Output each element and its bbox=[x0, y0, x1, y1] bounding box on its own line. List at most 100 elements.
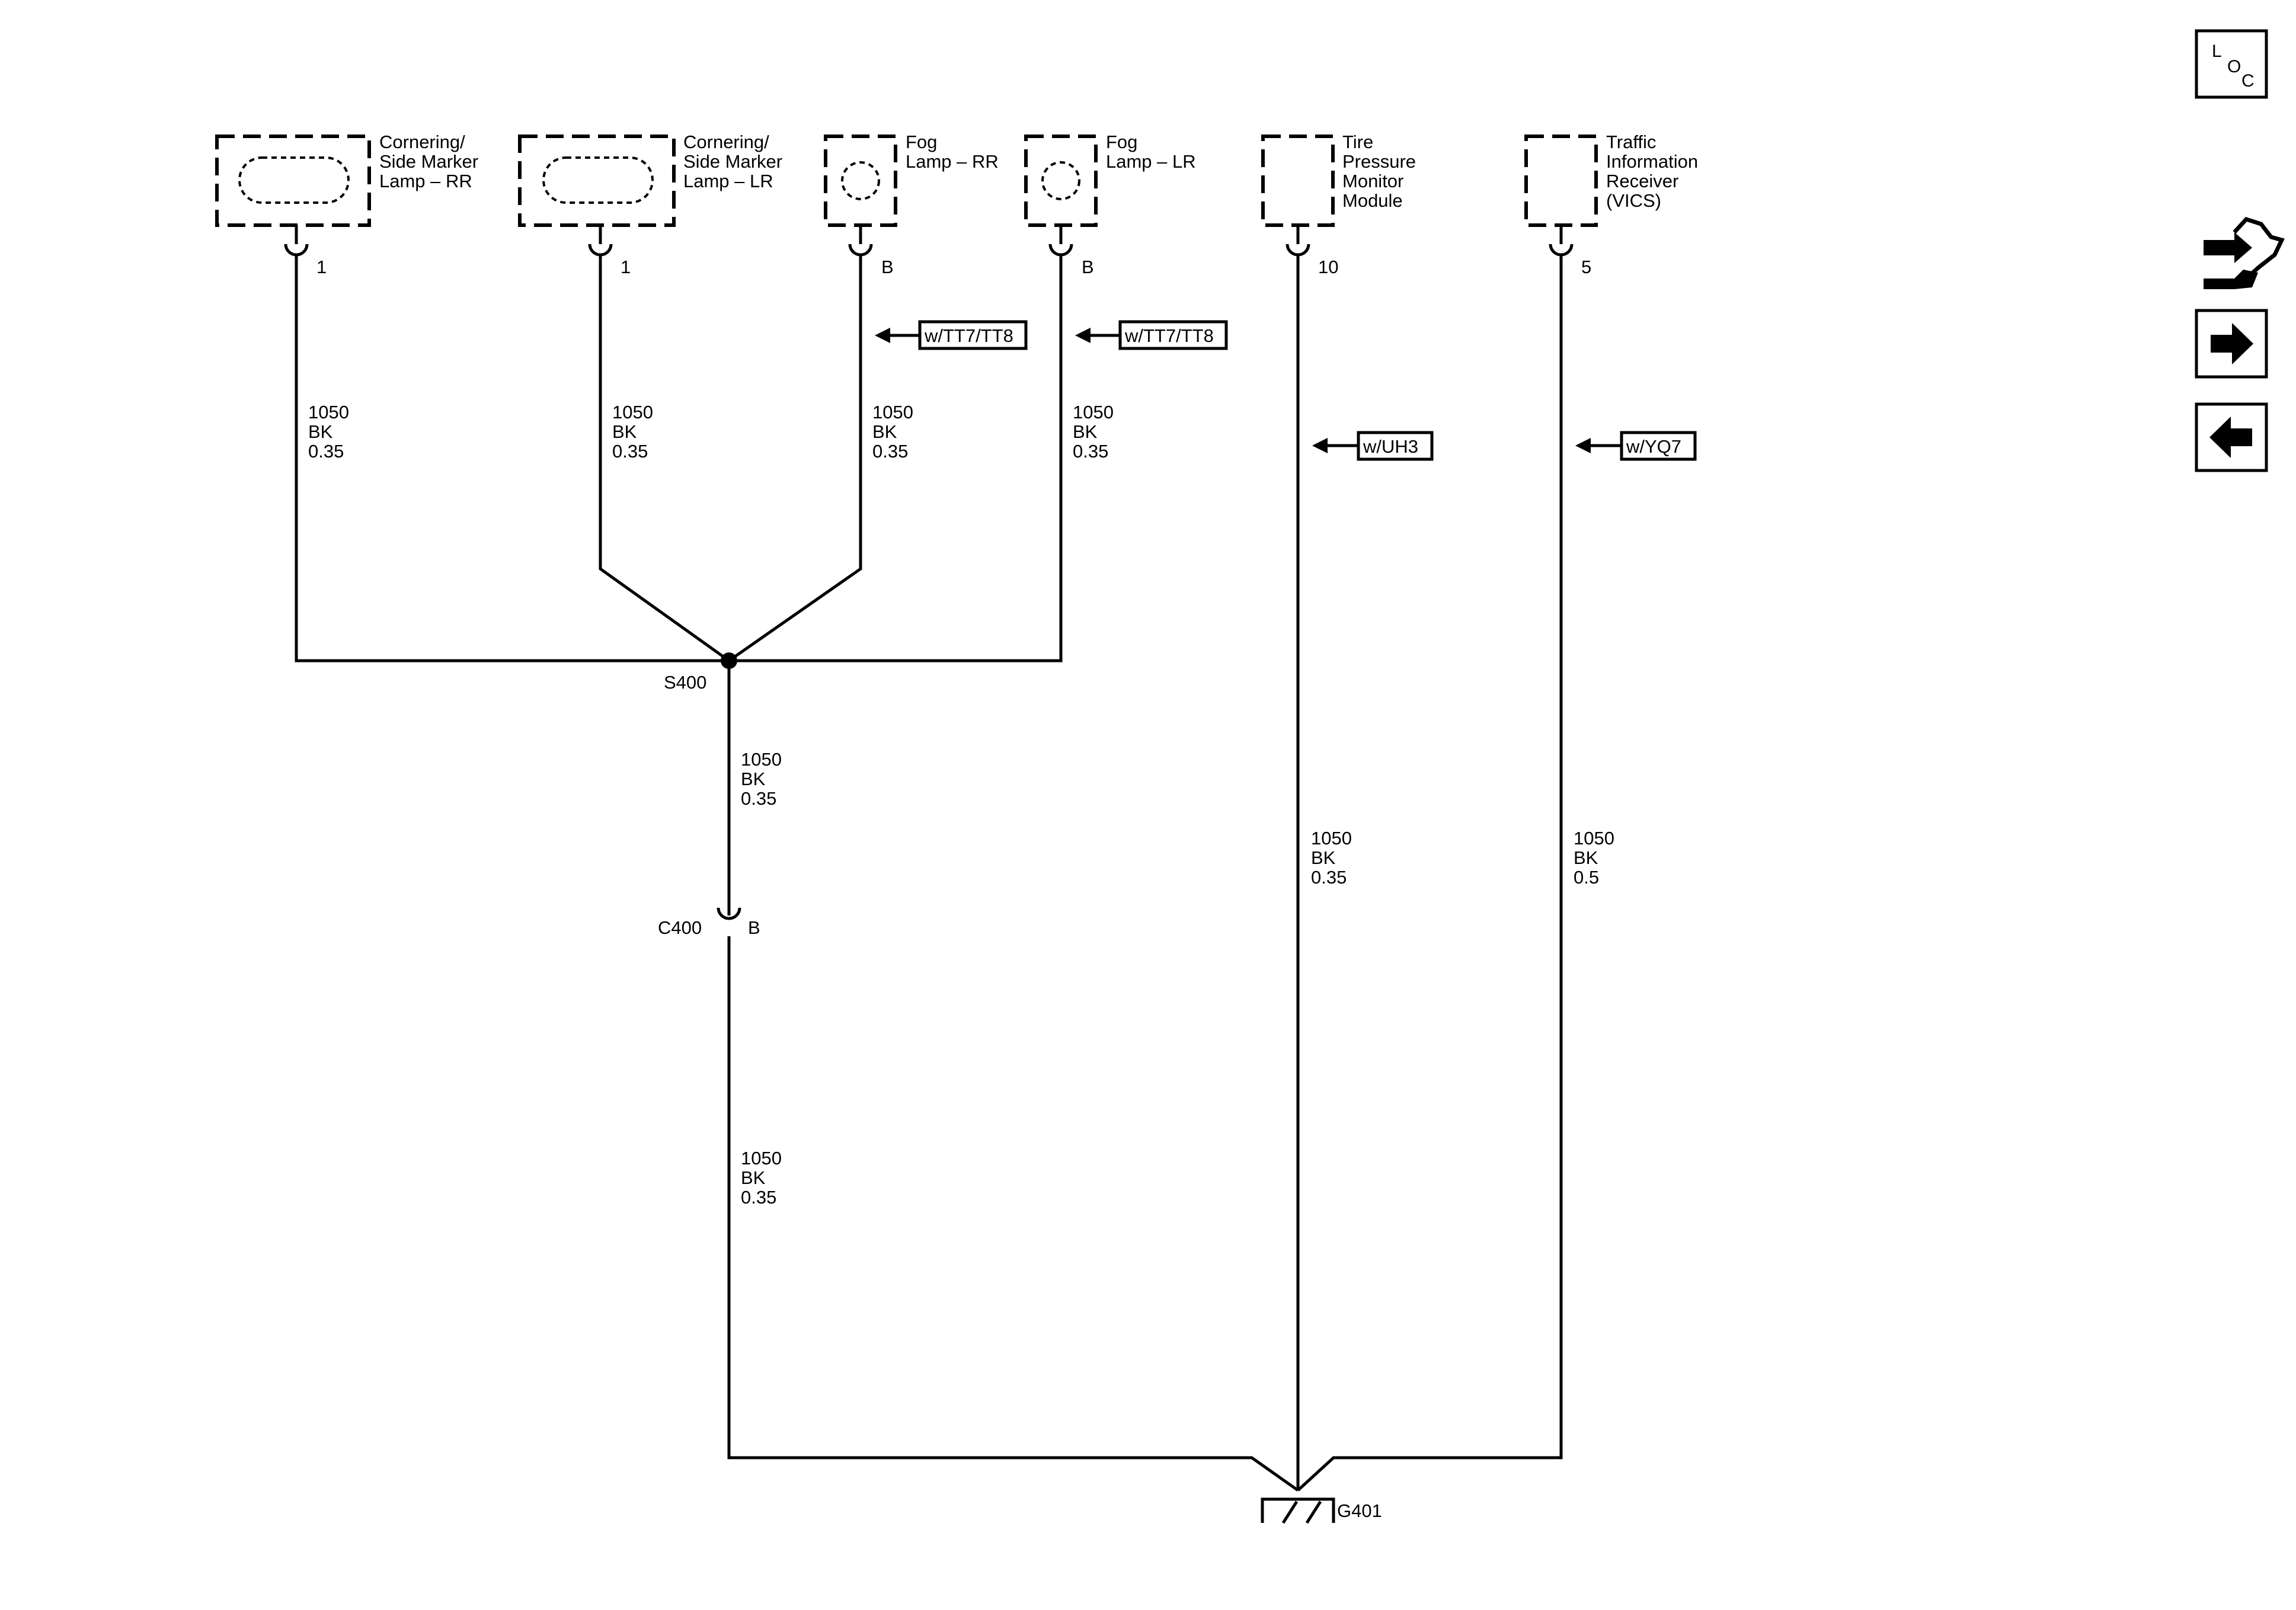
option-flag-fog-lr: w/TT7/TT8 bbox=[1075, 320, 1228, 350]
component-cornering-lamp-lr: Cornering/ Side Marker Lamp – LR bbox=[518, 132, 782, 227]
wire-gauge: 0.35 bbox=[872, 441, 908, 462]
wire-circuit: 1050 bbox=[612, 402, 653, 422]
wire-color: BK bbox=[308, 421, 333, 442]
wire-label-w1: 1050 BK 0.35 bbox=[308, 402, 349, 462]
component-fog-lamp-lr: Fog Lamp – LR bbox=[1024, 132, 1196, 227]
wire-fog-rr bbox=[728, 255, 862, 662]
component-label-line: Cornering/ bbox=[379, 132, 465, 152]
wire-gauge: 0.35 bbox=[308, 441, 344, 462]
component-label-line: Lamp – RR bbox=[906, 151, 999, 172]
component-label-line: Side Marker bbox=[379, 151, 478, 172]
wire-circuit: 1050 bbox=[741, 749, 782, 770]
component-label-line: Lamp – LR bbox=[1106, 151, 1196, 172]
option-flag-fog-rr: w/TT7/TT8 bbox=[875, 320, 1028, 350]
component-cornering-lamp-rr: Cornering/ Side Marker Lamp – RR bbox=[215, 132, 478, 227]
wire-label-w7: 1050 BK 0.35 bbox=[1311, 828, 1352, 888]
pin-label-cornering-rr: 1 bbox=[316, 257, 327, 277]
wire-label-w8: 1050 BK 0.5 bbox=[1574, 828, 1614, 888]
component-label-line: Cornering/ bbox=[683, 132, 769, 152]
wire-color: BK bbox=[1073, 421, 1098, 442]
component-label-line: Tire bbox=[1342, 132, 1373, 152]
component-label-line: Pressure bbox=[1342, 151, 1416, 172]
wire-color: BK bbox=[741, 769, 766, 789]
component-label-line: Lamp – LR bbox=[683, 171, 773, 191]
previous-page-button[interactable] bbox=[2195, 402, 2268, 472]
wire-cornering-rr bbox=[295, 255, 729, 662]
component-label-line: Fog bbox=[1106, 132, 1137, 152]
wire-color: BK bbox=[872, 421, 897, 442]
option-label: w/TT7/TT8 bbox=[924, 325, 1013, 346]
next-page-button[interactable] bbox=[2195, 309, 2268, 379]
component-label-line: Receiver bbox=[1606, 171, 1678, 191]
option-label: w/YQ7 bbox=[1626, 436, 1681, 457]
connector-swap-icon[interactable] bbox=[2204, 216, 2285, 289]
wire-circuit: 1050 bbox=[741, 1148, 782, 1169]
loc-letter: O bbox=[2227, 57, 2241, 76]
wire-color: BK bbox=[1311, 847, 1336, 868]
wire-label-w6: 1050 BK 0.35 bbox=[741, 1148, 782, 1208]
wire-color: BK bbox=[1574, 847, 1598, 868]
wire-label-w4: 1050 BK 0.35 bbox=[1073, 402, 1114, 462]
connector-label: C400 bbox=[658, 917, 702, 938]
wire-gauge: 0.35 bbox=[1073, 441, 1108, 462]
wire-circuit: 1050 bbox=[1574, 828, 1614, 849]
loc-letter: C bbox=[2241, 71, 2255, 91]
pin-label-cornering-lr: 1 bbox=[621, 257, 631, 277]
arrow-left-icon bbox=[1575, 438, 1591, 453]
wire-gauge: 0.35 bbox=[1311, 867, 1347, 888]
component-fog-lamp-rr: Fog Lamp – RR bbox=[824, 132, 999, 227]
ground-label: G401 bbox=[1337, 1500, 1382, 1521]
pin-cornering-lr bbox=[588, 225, 613, 257]
pin-vics bbox=[1549, 225, 1574, 257]
component-label-line: Side Marker bbox=[683, 151, 782, 172]
ground-g401-icon bbox=[1261, 1497, 1335, 1524]
wire-label-w3: 1050 BK 0.35 bbox=[872, 402, 913, 462]
loc-letter: L bbox=[2212, 41, 2222, 61]
component-label-line: Traffic bbox=[1606, 132, 1656, 152]
pin-label-fog-lr: B bbox=[1082, 257, 1094, 277]
wire-label-w2: 1050 BK 0.35 bbox=[612, 402, 653, 462]
arrow-right-icon bbox=[2211, 323, 2253, 364]
connector-pins bbox=[284, 225, 1574, 257]
component-label-line: (VICS) bbox=[1606, 190, 1661, 211]
arrow-left-icon bbox=[2209, 417, 2252, 458]
loc-button[interactable]: L O C bbox=[2195, 29, 2268, 99]
wire-gauge: 0.35 bbox=[741, 1187, 776, 1208]
component-label-line: Module bbox=[1342, 190, 1403, 211]
option-flag-tpm: w/UH3 bbox=[1312, 431, 1434, 461]
wire-gauge: 0.35 bbox=[612, 441, 648, 462]
component-label-line: Monitor bbox=[1342, 171, 1403, 191]
arrow-left-icon bbox=[1312, 438, 1328, 453]
wire-cornering-lr bbox=[599, 255, 730, 662]
component-label-line: Lamp – RR bbox=[379, 171, 472, 191]
wire-circuit: 1050 bbox=[872, 402, 913, 422]
pin-label-c400: B bbox=[748, 917, 760, 938]
option-label: w/UH3 bbox=[1363, 436, 1418, 457]
wire-color: BK bbox=[741, 1167, 766, 1188]
wire-fog-lr bbox=[729, 255, 1063, 662]
option-label: w/TT7/TT8 bbox=[1124, 325, 1214, 346]
splice-label: S400 bbox=[664, 672, 706, 693]
wire-label-w5: 1050 BK 0.35 bbox=[741, 749, 782, 809]
wire-c400-to-ground bbox=[727, 936, 1299, 1492]
wire-circuit: 1050 bbox=[1073, 402, 1114, 422]
option-flag-vics: w/YQ7 bbox=[1575, 431, 1697, 461]
connector-c400 bbox=[717, 889, 741, 920]
pin-tpm bbox=[1285, 225, 1310, 257]
wires bbox=[295, 255, 1563, 1492]
wire-gauge: 0.5 bbox=[1574, 867, 1599, 888]
wire-vics-to-ground bbox=[1297, 255, 1563, 1491]
component-tire-pressure-monitor-module: Tire Pressure Monitor Module bbox=[1261, 132, 1416, 227]
pin-fog-rr bbox=[848, 225, 873, 257]
arrow-left-icon bbox=[1075, 328, 1091, 343]
pin-label-vics: 5 bbox=[1581, 257, 1591, 277]
pin-cornering-rr bbox=[284, 225, 309, 257]
pin-label-fog-rr: B bbox=[881, 257, 894, 277]
pin-label-tpm: 10 bbox=[1318, 257, 1338, 277]
wire-circuit: 1050 bbox=[1311, 828, 1352, 849]
component-label-line: Fog bbox=[906, 132, 937, 152]
arrow-left-icon bbox=[875, 328, 890, 343]
wire-gauge: 0.35 bbox=[741, 788, 776, 809]
component-label-line: Information bbox=[1606, 151, 1698, 172]
